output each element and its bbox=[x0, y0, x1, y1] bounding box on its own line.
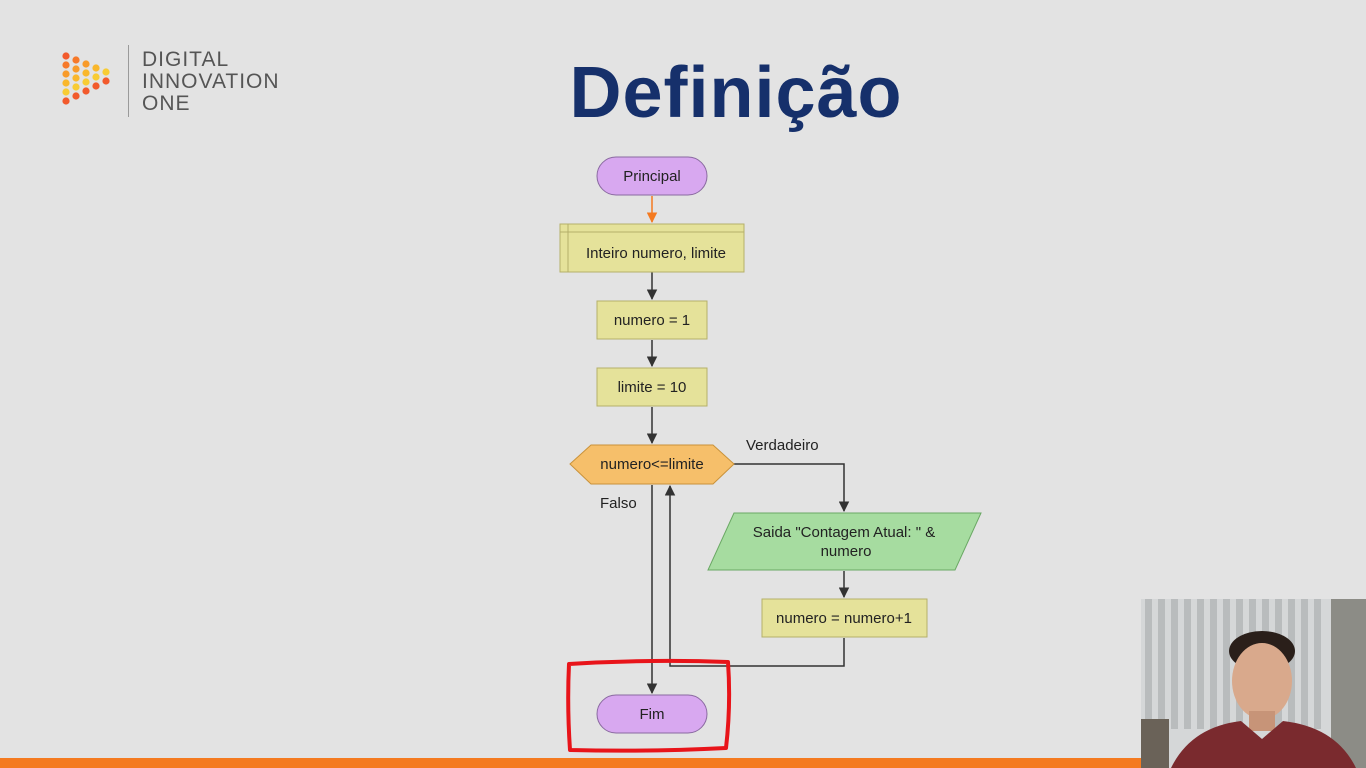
start-terminal bbox=[596, 156, 708, 196]
end-terminal bbox=[596, 694, 708, 734]
output-label-line-2: numero bbox=[821, 543, 872, 560]
presenter-face bbox=[1232, 643, 1292, 719]
logo-dot bbox=[62, 52, 70, 60]
logo-dot bbox=[62, 61, 70, 69]
arrow-condition-true bbox=[733, 463, 850, 513]
blind-slat bbox=[1288, 599, 1295, 729]
logo-wordmark: DIGITAL INNOVATION ONE bbox=[142, 49, 280, 115]
assign-numero-label: numero = 1 bbox=[614, 312, 690, 329]
false-branch-label: Falso bbox=[600, 495, 637, 512]
blind-slat bbox=[1314, 599, 1321, 729]
logo-line-2: INNOVATION bbox=[142, 70, 280, 93]
presenter-webcam-image bbox=[1141, 599, 1366, 768]
logo-dot bbox=[62, 97, 70, 105]
blind-slat bbox=[1210, 599, 1217, 729]
increment-label: numero = numero+1 bbox=[776, 610, 912, 627]
logo-divider bbox=[128, 45, 129, 117]
start-label: Principal bbox=[623, 168, 681, 185]
blind-slat bbox=[1184, 599, 1191, 729]
logo-dots-icon bbox=[62, 52, 110, 105]
highlight-annotation bbox=[566, 658, 732, 753]
logo-dot bbox=[72, 56, 80, 64]
output-label-line-1: Saida "Contagem Atual: " & bbox=[753, 524, 935, 541]
blind-slat bbox=[1145, 599, 1152, 729]
logo-dot bbox=[72, 65, 80, 73]
blind-slat bbox=[1301, 599, 1308, 729]
logo-line-3: ONE bbox=[142, 92, 191, 115]
blind-slat bbox=[1197, 599, 1204, 729]
declaration-label: Inteiro numero, limite bbox=[586, 245, 726, 262]
presenter-webcam bbox=[1141, 599, 1366, 768]
slide-title: Definição bbox=[569, 53, 903, 133]
blind-slat bbox=[1158, 599, 1165, 729]
logo-dot bbox=[72, 83, 80, 91]
output-parallelogram bbox=[707, 512, 982, 571]
logo-dot bbox=[82, 78, 90, 86]
arrow-loop-back bbox=[664, 484, 845, 667]
logo-dot bbox=[82, 60, 90, 68]
logo-dot bbox=[102, 77, 110, 85]
logo-dot bbox=[82, 87, 90, 95]
logo-dot bbox=[92, 82, 100, 90]
logo-dot bbox=[72, 92, 80, 100]
end-label: Fim bbox=[640, 706, 665, 723]
condition-hexagon bbox=[569, 444, 735, 485]
logo-dot bbox=[102, 68, 110, 76]
blind-slat bbox=[1171, 599, 1178, 729]
condition-label: numero<=limite bbox=[600, 456, 703, 473]
logo-dot bbox=[62, 79, 70, 87]
logo-dot bbox=[92, 73, 100, 81]
increment-box bbox=[761, 598, 928, 638]
logo-dot bbox=[72, 74, 80, 82]
bottom-accent-bar bbox=[0, 758, 1366, 768]
blind-slat bbox=[1223, 599, 1230, 729]
presenter-shirt bbox=[1171, 721, 1356, 768]
logo-dot bbox=[82, 69, 90, 77]
logo-dot bbox=[92, 64, 100, 72]
assign-limite-label: limite = 10 bbox=[618, 379, 687, 396]
assign-limite-box bbox=[596, 367, 708, 407]
assign-numero-box bbox=[596, 300, 708, 340]
logo-line-1: DIGITAL bbox=[142, 48, 230, 71]
logo-dot bbox=[62, 88, 70, 96]
logo-dot bbox=[62, 70, 70, 78]
digital-innovation-one-logo bbox=[62, 52, 110, 105]
true-branch-label: Verdadeiro bbox=[746, 437, 819, 454]
